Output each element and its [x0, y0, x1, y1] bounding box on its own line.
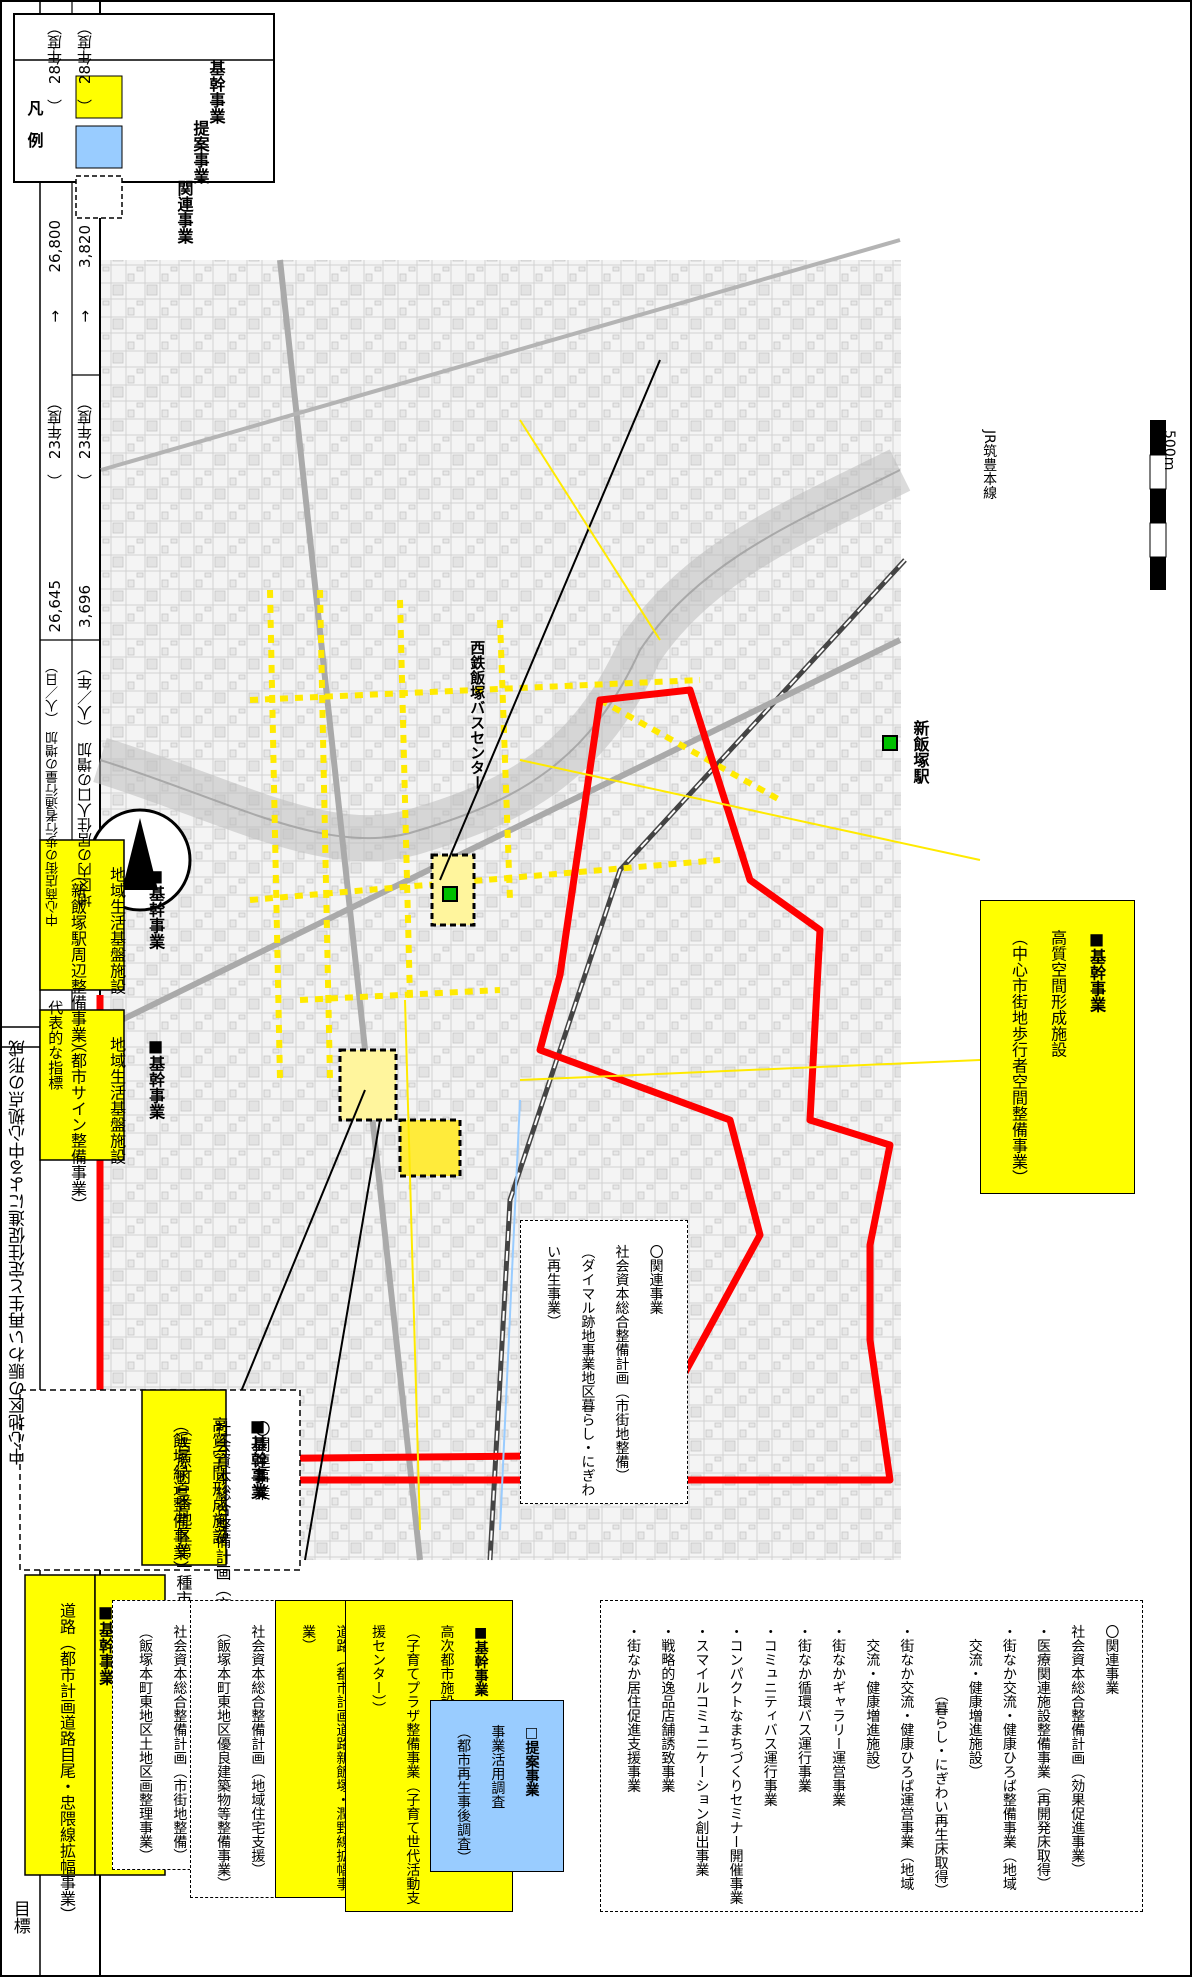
callout-frames	[19, 839, 301, 1876]
major-road	[99, 637, 902, 1033]
pedestrian-route	[249, 589, 782, 1081]
station-marker	[882, 735, 898, 751]
callout-lines	[179, 359, 981, 1561]
scale-bar	[1149, 420, 1167, 590]
bus-center-marker	[442, 886, 458, 902]
station-marker	[634, 1439, 650, 1455]
legend	[13, 13, 275, 219]
district-boundary	[96, 686, 894, 1484]
site-boundary	[338, 1048, 398, 1122]
base-map	[93, 238, 911, 1561]
